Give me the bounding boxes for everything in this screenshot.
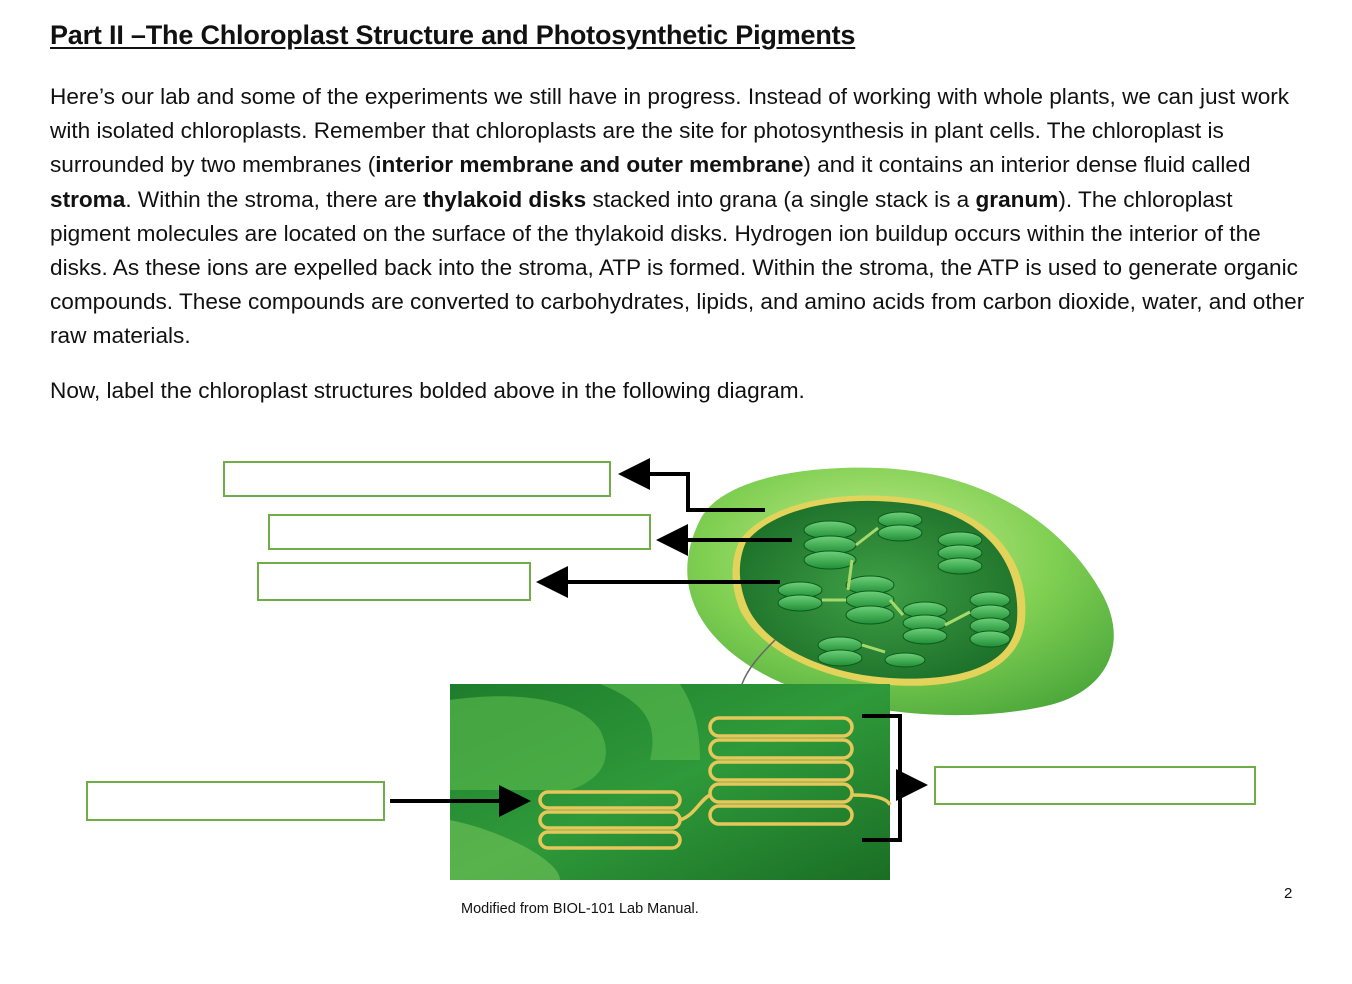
label-box-2[interactable] — [268, 514, 651, 550]
paragraph-text: ) and it contains an interior dense flui… — [803, 152, 1251, 178]
intro-paragraph: Here’s our lab and some of the experimen… — [50, 80, 1306, 354]
label-box-1[interactable] — [223, 461, 611, 497]
bold-term: thylakoid disks — [422, 186, 587, 212]
arrow-outer-membrane — [618, 458, 765, 512]
label-box-3[interactable] — [257, 562, 531, 601]
figure-caption: Modified from BIOL-101 Lab Manual. — [461, 901, 699, 917]
grana-stacks — [777, 511, 1011, 668]
granum-stack-detail — [538, 716, 892, 850]
paragraph-text: stacked into grana (a single stack is a — [586, 186, 976, 212]
zoomed-thylakoid-panel — [450, 684, 892, 880]
instruction-text: Now, label the chloroplast structures bo… — [50, 378, 805, 403]
bold-term: stroma — [50, 186, 126, 212]
zoom-connector — [741, 639, 776, 685]
page-number: 2 — [1284, 885, 1293, 902]
chloroplast-illustration — [687, 467, 1114, 716]
paragraph-text: Here’s our lab and some of the experimen… — [50, 84, 1290, 178]
paragraph-text: ). The chloroplast pigment molecules are… — [50, 186, 1305, 349]
bold-term: granum — [975, 186, 1059, 212]
granum-bracket — [862, 714, 902, 842]
label-box-5[interactable] — [934, 766, 1256, 805]
paragraph-text: . Within the stroma, there are — [125, 186, 423, 212]
label-box-4[interactable] — [86, 781, 385, 821]
page-heading: Part II –The Chloroplast Structure and P… — [50, 20, 856, 50]
label-arrows — [390, 458, 928, 842]
bold-term: interior membrane and outer membrane — [375, 152, 804, 178]
